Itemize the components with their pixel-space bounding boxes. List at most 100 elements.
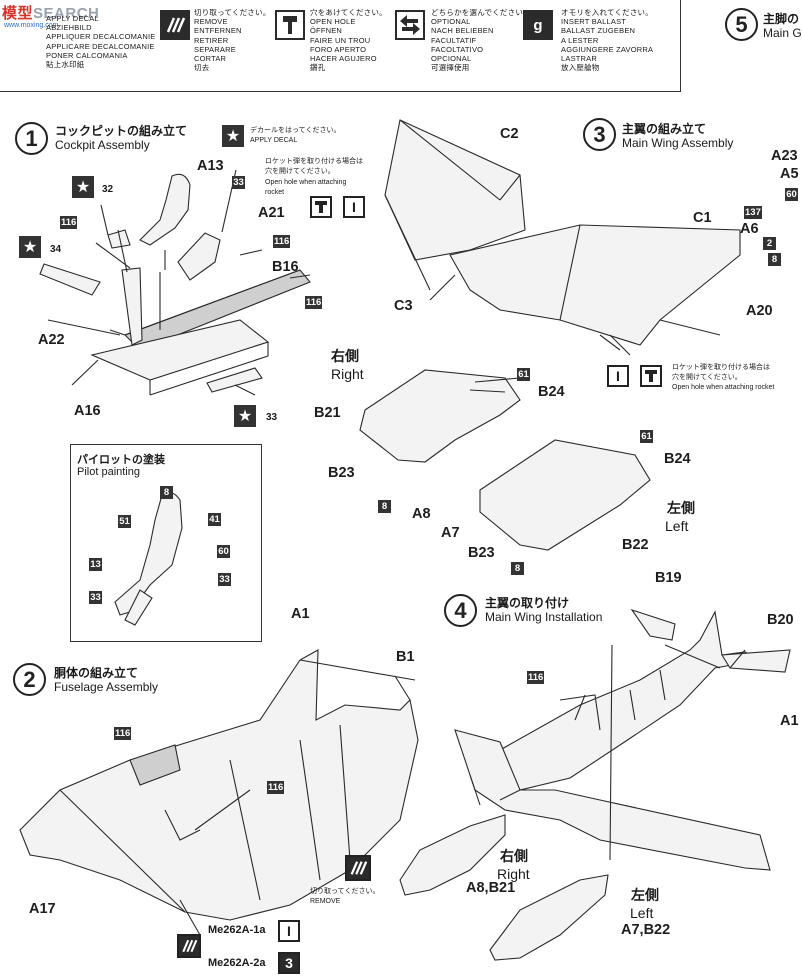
variant-2a-label: Me262A-2a (208, 957, 266, 969)
color-code-33: 33 (89, 591, 102, 604)
variant-2a-icon: 3 (278, 952, 300, 974)
side-right-en: Right (331, 366, 364, 382)
step-5-number: 5 (725, 8, 758, 41)
part-label-B19: B19 (655, 570, 682, 586)
color-code-116: 116 (305, 296, 323, 309)
color-code-137: 137 (744, 206, 762, 219)
step-1-number: 1 (15, 122, 48, 155)
color-code-60: 60 (217, 545, 230, 558)
decal-star-icon: ★ (222, 125, 244, 147)
step-1-rocket-note-jp1: ロケット弾を取り付ける場合は (265, 158, 363, 165)
part-label-A23: A23 (771, 148, 798, 164)
part-label-B16: B16 (272, 259, 299, 275)
color-code-116: 116 (267, 781, 285, 794)
color-code-51: 51 (118, 515, 131, 528)
step-1-decal-note-en: APPLY DECAL (250, 137, 298, 144)
color-code-2: 2 (763, 237, 776, 250)
color-code-33: 33 (218, 573, 231, 586)
step-4-title-jp: 主翼の取り付け (485, 596, 570, 610)
step-3-number: 3 (583, 118, 616, 151)
color-code-116: 116 (60, 216, 78, 229)
step-1-title-jp: コックピットの組み立て (55, 124, 188, 138)
part-label-C1: C1 (693, 210, 712, 226)
step-2-number: 2 (13, 663, 46, 696)
step-3-title-jp: 主翼の組み立て (622, 122, 707, 136)
side-right-jp: 右側 (500, 848, 528, 864)
part-label-A1: A1 (780, 713, 799, 729)
part-label-A1: A1 (291, 606, 310, 622)
side-right-en: Right (497, 866, 530, 882)
color-code-60: 60 (785, 188, 798, 201)
decal-star-icon: ★ (234, 405, 256, 427)
decal-star-icon: ★ (19, 236, 41, 258)
step-2-cut-note-jp: 切り取ってください。 (310, 888, 380, 895)
part-label-A16: A16 (74, 403, 101, 419)
part-label-A7-B22: A7,B22 (621, 922, 671, 938)
cut-icon (160, 10, 190, 40)
drill-hole-icon (310, 196, 332, 218)
color-code-8: 8 (378, 500, 391, 513)
part-label-A6: A6 (740, 221, 759, 237)
decal-star-icon: ★ (72, 176, 94, 198)
cut-icon (345, 855, 371, 881)
step-1-decal-note-jp: デカールをはってください。 (250, 127, 341, 134)
part-label-A13: A13 (197, 158, 224, 174)
step-1-rocket-note-jp2: 穴を開けてください。 (265, 168, 335, 175)
step-3-title-en: Main Wing Assembly (622, 136, 734, 150)
color-code-33: 33 (266, 412, 278, 423)
cut-icon (177, 934, 201, 958)
color-code-61: 61 (640, 430, 653, 443)
watermark-url: www.moxing.com (4, 22, 59, 29)
side-right-jp: 右側 (331, 348, 359, 364)
part-label-A20: A20 (746, 303, 773, 319)
step-1-rocket-note-en2: rocket (265, 189, 285, 196)
step-4-number: 4 (444, 594, 477, 627)
drill-icon (275, 10, 305, 40)
drill-hole-icon (640, 365, 662, 387)
side-left-jp: 左側 (631, 887, 659, 903)
part-label-A8: A8 (412, 506, 431, 522)
color-code-8: 8 (160, 486, 173, 499)
step-2-title-jp: 胴体の組み立て (54, 666, 139, 680)
step-3-rocket-note-jp1: ロケット弾を取り付ける場合は (672, 364, 770, 371)
color-code-8: 8 (511, 562, 524, 575)
color-code-8: 8 (768, 253, 781, 266)
color-code-33: 33 (232, 176, 245, 189)
variant-1a-label: Me262A-1a (208, 924, 266, 936)
part-label-C2: C2 (500, 126, 519, 142)
step-1-title-en: Cockpit Assembly (55, 138, 150, 152)
side-left-jp: 左側 (667, 500, 695, 516)
pilot-title-en: Pilot painting (77, 466, 140, 478)
part-label-B20: B20 (767, 612, 794, 628)
side-left-en: Left (630, 905, 654, 921)
part-label-A8-B21: A8,B21 (466, 880, 516, 896)
part-label-A5: A5 (780, 166, 799, 182)
color-code-116: 116 (527, 671, 545, 684)
part-label-B21: B21 (314, 405, 341, 421)
watermark-logo: 模型SEARCH (2, 5, 100, 22)
step-5-title-jp: 主脚の (763, 12, 800, 26)
step-3-rocket-note-en: Open hole when attaching rocket (672, 384, 775, 391)
step-2-title-en: Fuselage Assembly (54, 680, 159, 694)
optional-arrows-icon (395, 10, 425, 40)
color-code-13: 13 (89, 558, 102, 571)
color-code-116: 116 (114, 727, 132, 740)
step-2-cut-note-en: REMOVE (310, 898, 341, 905)
part-label-A22: A22 (38, 332, 65, 348)
variant-1a-icon: I (343, 196, 365, 218)
color-code-116: 116 (273, 235, 291, 248)
variant-1a-icon: I (607, 365, 629, 387)
weight-icon: g (523, 10, 553, 40)
part-label-B23: B23 (468, 545, 495, 561)
color-code-61: 61 (517, 368, 530, 381)
part-label-A7: A7 (441, 525, 460, 541)
part-label-B23: B23 (328, 465, 355, 481)
pilot-painting-panel: パイロットの塗装 Pilot painting (70, 444, 262, 642)
part-label-B24: B24 (538, 384, 565, 400)
